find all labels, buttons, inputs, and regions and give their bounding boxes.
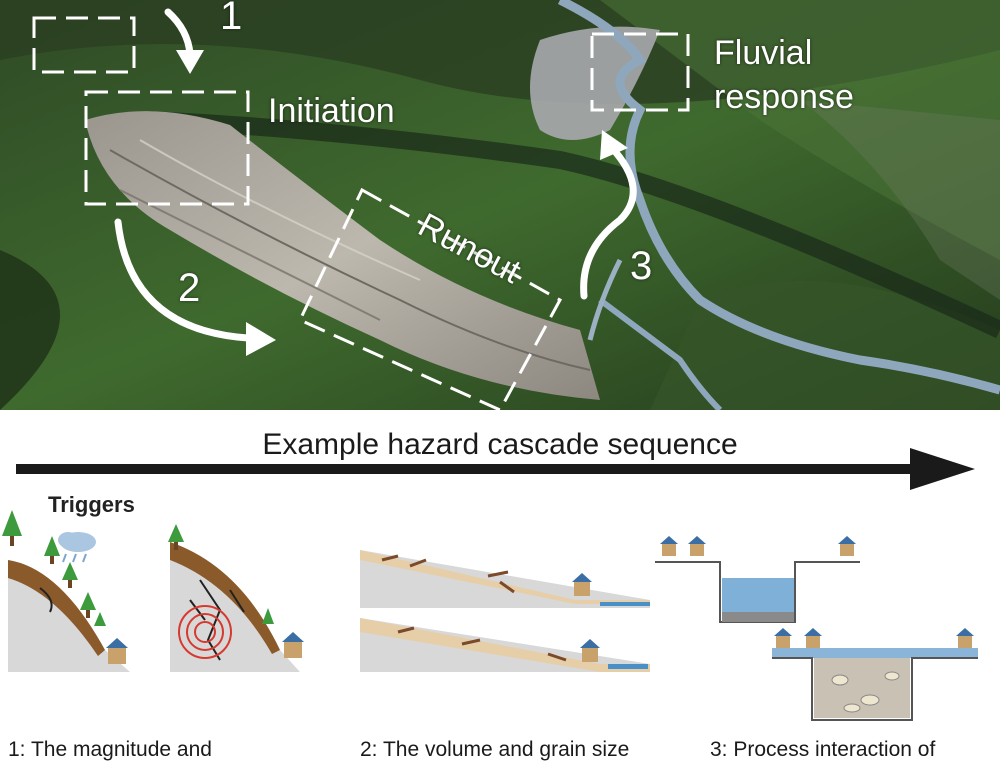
- fluvial-label-line1: Fluvial: [714, 34, 813, 72]
- aerial-photo: [0, 0, 1000, 410]
- box-initiation: [84, 90, 250, 206]
- house-icon: [580, 639, 600, 662]
- schematic-panels: [2, 510, 978, 721]
- arrow-2: [114, 218, 252, 342]
- photo-number-2: 2: [178, 266, 201, 310]
- fluvial-panel-bottom: [772, 628, 978, 721]
- caption-1: 1: The magnitude and: [8, 738, 212, 761]
- sequence-arrow: [16, 448, 975, 490]
- runout-panel-top: [360, 550, 650, 608]
- house-icon: [106, 638, 128, 664]
- house-icon: [282, 632, 304, 658]
- runout-panel-bottom: [360, 618, 650, 672]
- fluvial-panel-top: [655, 536, 860, 623]
- sequence-title: Example hazard cascade sequence: [262, 428, 738, 461]
- photo-number-1: 1: [220, 0, 243, 38]
- box-fluvial: [590, 32, 690, 112]
- rain-cloud-icon: [58, 532, 96, 563]
- caption-3: 3: Process interaction of: [710, 738, 936, 761]
- rain-trigger-panel: [2, 510, 130, 672]
- house-icon: [660, 536, 856, 556]
- triggers-title: Triggers: [48, 492, 135, 517]
- caption-2: 2: The volume and grain size: [360, 738, 630, 761]
- seismic-waves-icon: [178, 605, 232, 659]
- house-icon: [774, 628, 974, 648]
- initiation-label: Initiation: [268, 92, 395, 130]
- tree-icon: [168, 524, 274, 624]
- tree-icon: [2, 510, 106, 626]
- house-icon: [572, 573, 592, 596]
- box-1: [32, 16, 136, 74]
- arrow-3: [580, 144, 637, 300]
- box-runout: [297, 187, 563, 410]
- photo-number-3: 3: [630, 244, 653, 288]
- earthquake-trigger-panel: [168, 524, 304, 672]
- fluvial-label-line2: response: [714, 78, 854, 116]
